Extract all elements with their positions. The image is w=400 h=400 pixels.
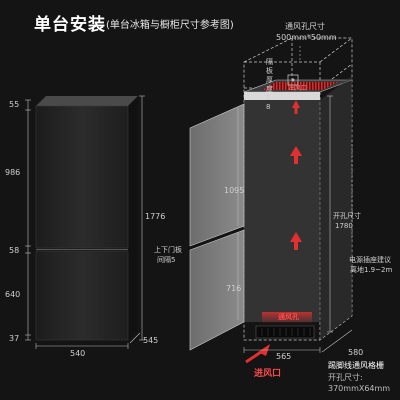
dim-lower-door: 640 — [5, 290, 21, 299]
cabinet-upper-door — [189, 103, 245, 247]
cabinet-lower-door — [189, 229, 245, 351]
floor-vent-glow — [262, 312, 312, 324]
vent-top-size: 500mm*50mm — [276, 33, 337, 42]
opening-height-value: 1780 — [335, 222, 353, 230]
dim-total-height: 1776 — [145, 212, 166, 221]
top-vent-grille — [262, 82, 338, 90]
airflow-arrow-icon — [290, 232, 302, 250]
fridge-top-face — [36, 96, 138, 106]
inlet-label: 进风口 — [254, 369, 282, 379]
fridge-side-face — [128, 96, 138, 340]
airflow-arrow-icon — [290, 146, 302, 164]
dim-upper-door: 986 — [5, 168, 21, 177]
cabinet-interior — [244, 100, 320, 322]
partition-label: 隔板厚度18 — [266, 58, 273, 111]
kickplate-grille — [255, 325, 315, 339]
page-title: 单台安装 — [34, 15, 106, 35]
airflow-arrows — [290, 100, 302, 250]
cabinet — [189, 37, 353, 351]
dim-door-lower: 716 — [226, 284, 242, 293]
door-gap-label-1: 上下门板 — [154, 246, 182, 254]
vent-top-label: 通风孔尺寸 — [285, 22, 325, 31]
door-gap-label-2: 间隔5 — [157, 256, 176, 264]
dim-bottom-gap: 37 — [9, 334, 20, 343]
dim-fridge-depth: 545 — [143, 336, 159, 345]
dim-top-gap: 55 — [9, 100, 20, 109]
fridge — [35, 96, 138, 341]
outlet-label: 出风口 — [289, 85, 308, 92]
fridge-lower-door — [35, 250, 129, 341]
grille-label-2: 开孔尺寸: — [328, 373, 363, 382]
opening-height-label: 开孔尺寸 — [333, 212, 361, 220]
page-subtitle: (单台冰箱与橱柜尺寸参考图) — [106, 20, 234, 31]
dim-fridge-width: 540 — [70, 349, 86, 358]
socket-label-2: 离地1.9~2m — [350, 266, 393, 274]
dim-middle-gap: 58 — [9, 246, 20, 255]
airflow-arrow-icon — [292, 100, 300, 114]
dim-door-upper: 1095 — [224, 186, 245, 195]
grille-label-1: 踢脚线通风格栅 — [328, 361, 384, 370]
grille-label-3: 370mmX64mm — [328, 384, 391, 393]
inlet-arrow-icon — [245, 344, 270, 364]
floor-vent-label: 通风孔 — [278, 313, 299, 321]
cabinet-partition-front — [244, 92, 320, 100]
dim-opening-width: 565 — [276, 352, 292, 361]
dim-cabinet-depth: 580 — [348, 348, 364, 357]
cabinet-side — [320, 76, 352, 340]
cabinet-dimension-lines — [237, 46, 353, 353]
fridge-upper-door — [35, 105, 129, 249]
socket-label-1: 电源插座建议 — [349, 256, 391, 264]
power-socket-icon — [287, 74, 299, 86]
kickplate-slats — [261, 328, 311, 336]
fridge-dimension-lines — [25, 95, 145, 349]
